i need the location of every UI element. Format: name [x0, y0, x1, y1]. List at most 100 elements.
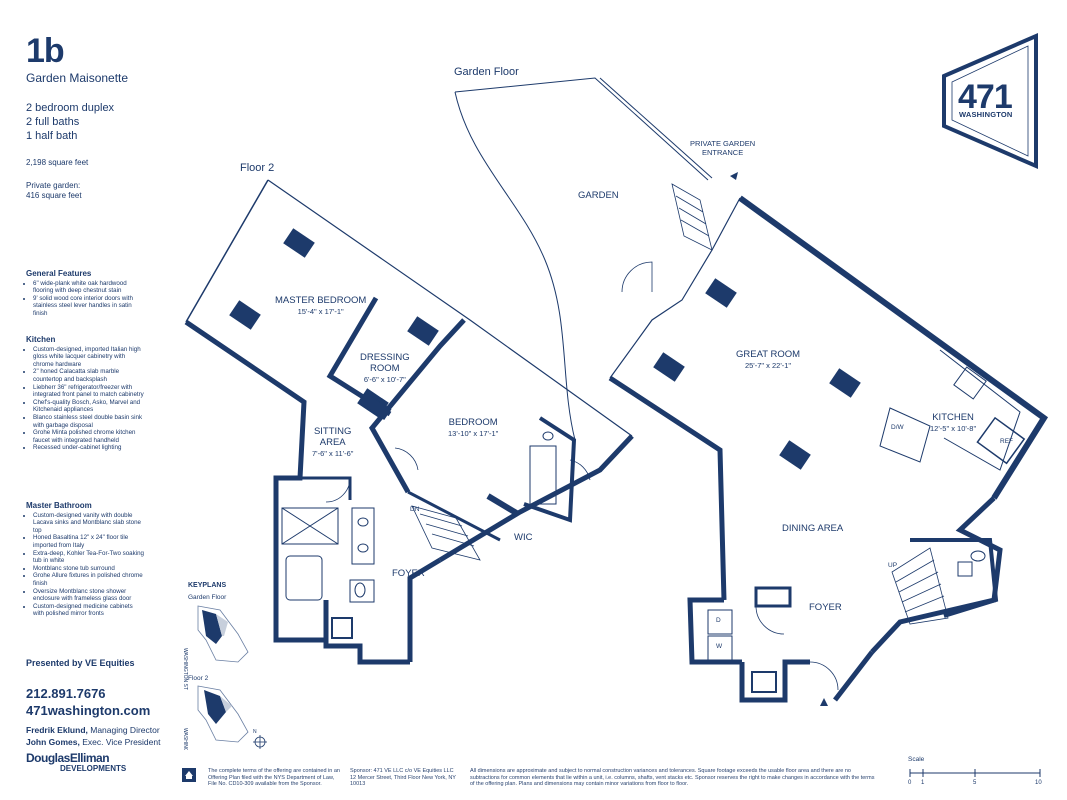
stair-up — [891, 547, 949, 625]
feature-item: Grohe Minta polished chrome kitchen fauc… — [33, 429, 144, 444]
feature-item: Liebherr 36" refrigerator/freezer with i… — [33, 384, 144, 399]
website-link[interactable]: 471washington.com — [26, 703, 151, 718]
compass-icon: N — [253, 729, 267, 749]
private-garden-label: Private garden: — [26, 181, 81, 190]
disclaimer: All dimensions are approximate and subje… — [470, 768, 875, 788]
foyer-floor2-label: FOYER — [392, 568, 425, 579]
sitting-area-name-2: AREA — [319, 437, 346, 448]
building-logo-icon — [942, 32, 1038, 170]
great-room-skylights — [653, 278, 861, 470]
master-bath-fixtures — [281, 447, 419, 639]
phone-number[interactable]: 212.891.7676 — [26, 686, 106, 701]
douglas-elliman-logo: DouglasElliman — [26, 751, 110, 765]
keyplan-garden: WASHINGTON ST — [182, 605, 249, 690]
stair-up-label: UP — [888, 562, 898, 569]
kitchen-label: KITCHEN 12'-5" x 10'-8" — [930, 412, 976, 434]
master-bathroom-features: Master Bathroom Custom-designed vanity w… — [26, 502, 144, 618]
spec-full-baths: 2 full baths — [26, 116, 80, 128]
logo-number: 471 — [958, 78, 1013, 116]
feature-item: Extra-deep, Kohler Tea-For-Two soaking t… — [33, 550, 144, 565]
scale-tick-1: 1 — [921, 780, 925, 786]
general-features-title: General Features — [26, 269, 92, 278]
feature-item: Chef's-quality Bosch, Asko, Marvel and K… — [33, 399, 144, 414]
kitchen-name: KITCHEN — [932, 412, 974, 423]
master-bedroom-dim: 15'-4" x 17'-1" — [297, 307, 344, 316]
dressing-room-label: DRESSING ROOM 6'-6" x 10'-7" — [360, 352, 410, 385]
spec-bedrooms: 2 bedroom duplex — [26, 102, 115, 114]
stair-down — [411, 505, 481, 561]
scale-tick-5: 5 — [973, 780, 977, 786]
bedroom-dim: 13'-10" x 17'-1" — [448, 429, 499, 438]
keyplans-title: KEYPLANS — [188, 582, 227, 589]
garden-floor-title: Garden Floor — [454, 66, 519, 78]
great-room-walls — [608, 195, 1049, 703]
kitchen-features-title: Kitchen — [26, 335, 56, 344]
private-garden-area: 416 square feet — [26, 191, 82, 200]
keyplan-street-label: WASHINGTON ST — [182, 728, 188, 750]
floor2-skylights — [229, 228, 439, 418]
master-bedroom-name: MASTER BEDROOM — [275, 295, 367, 306]
offering-notice: The complete terms of the offering are c… — [208, 768, 340, 788]
agent-2: John Gomes, Exec. Vice President — [26, 737, 160, 747]
unit-id: 1b — [26, 32, 65, 70]
feature-item: Recessed under-cabinet lighting — [33, 444, 144, 452]
unit-specs: 2 bedroom duplex 2 full baths 1 half bat… — [26, 101, 114, 143]
sitting-area-label: SITTING AREA 7'-6" x 11'-6" — [312, 426, 353, 459]
bedroom-name: BEDROOM — [448, 417, 498, 428]
garden-steps — [621, 183, 713, 293]
private-garden-info: Private garden: 416 square feet — [26, 181, 82, 201]
dining-area-label: DINING AREA — [782, 523, 844, 534]
scale-tick-0: 0 — [908, 780, 912, 786]
svg-text:N: N — [253, 729, 257, 735]
agent-2-title: Exec. Vice President — [79, 737, 161, 747]
refrigerator-label: REF — [1000, 438, 1013, 445]
bath-features-title: Master Bathroom — [26, 501, 92, 510]
garden-label: GARDEN — [578, 190, 619, 201]
feature-item: Blanco stainless steel double basin sink… — [33, 414, 144, 429]
great-room-dim: 25'-7" x 22'-1" — [744, 361, 792, 370]
dressing-room-dim: 6'-6" x 10'-7" — [363, 375, 406, 384]
equal-housing-icon — [182, 768, 196, 782]
scale-bar — [909, 769, 1041, 777]
keyplan-floor2: WASHINGTON ST — [182, 685, 249, 750]
keyplan-street-label: WASHINGTON ST — [182, 648, 188, 690]
feature-item: 9' solid wood core interior doors with s… — [33, 295, 144, 318]
sponsor-info: Sponsor: 471 VE LLC c/o VE Equities LLC … — [350, 768, 456, 788]
feature-item: Custom-designed vanity with double Lacav… — [33, 512, 144, 535]
agent-2-name: John Gomes, — [26, 737, 80, 747]
foyer-garden-floor-label: FOYER — [809, 602, 842, 613]
entry-arrow-icon — [820, 698, 828, 706]
floor2-walls — [184, 179, 634, 665]
dressing-room-name-1: DRESSING — [360, 352, 410, 363]
floor2-title: Floor 2 — [240, 162, 275, 174]
agent-1: Fredrik Eklund, Managing Director — [26, 725, 160, 735]
stair-down-label: DN — [410, 506, 420, 513]
feature-item: Oversize Montblanc stone shower enclosur… — [33, 588, 144, 603]
garden-entry-arrow-icon — [730, 172, 738, 180]
private-garden-entrance-label: PRIVATE GARDEN ENTRANCE — [690, 139, 755, 157]
agent-1-title: Managing Director — [87, 725, 160, 735]
feature-item: Custom-designed, imported Italian high g… — [33, 346, 144, 369]
private-garden-entrance-line2: ENTRANCE — [701, 148, 744, 157]
logo-name: WASHINGTON — [959, 110, 1013, 119]
feature-item: Custom-designed medicine cabinets with p… — [33, 603, 144, 618]
keyplans-graphic: WASHINGTON ST WASHINGTON ST N — [182, 605, 267, 750]
square-feet: 2,198 square feet — [26, 158, 89, 167]
dressing-room-fixtures — [358, 391, 392, 421]
dryer-label: D — [716, 617, 721, 624]
wic-label: WIC — [514, 532, 533, 543]
bedroom-bath — [486, 416, 591, 523]
feature-item: 2" honed Calacatta slab marble counterto… — [33, 368, 144, 383]
feature-item: Honed Basaltina 12" x 24" floor tile imp… — [33, 534, 144, 549]
unit-type: Garden Maisonette — [26, 71, 129, 85]
private-garden-entrance-line1: PRIVATE GARDEN — [690, 139, 756, 148]
master-bedroom-label: MASTER BEDROOM 15'-4" x 17'-1" — [275, 295, 366, 317]
bedroom-label: BEDROOM 13'-10" x 17'-1" — [448, 417, 498, 439]
garden-outline — [454, 77, 713, 441]
kitchen-fixtures — [879, 349, 1026, 471]
spec-half-bath: 1 half bath — [26, 130, 78, 142]
feature-item: 6" wide-plank white oak hardwood floorin… — [33, 280, 144, 295]
sitting-area-name-1: SITTING — [313, 426, 352, 437]
powder-room — [910, 538, 999, 618]
